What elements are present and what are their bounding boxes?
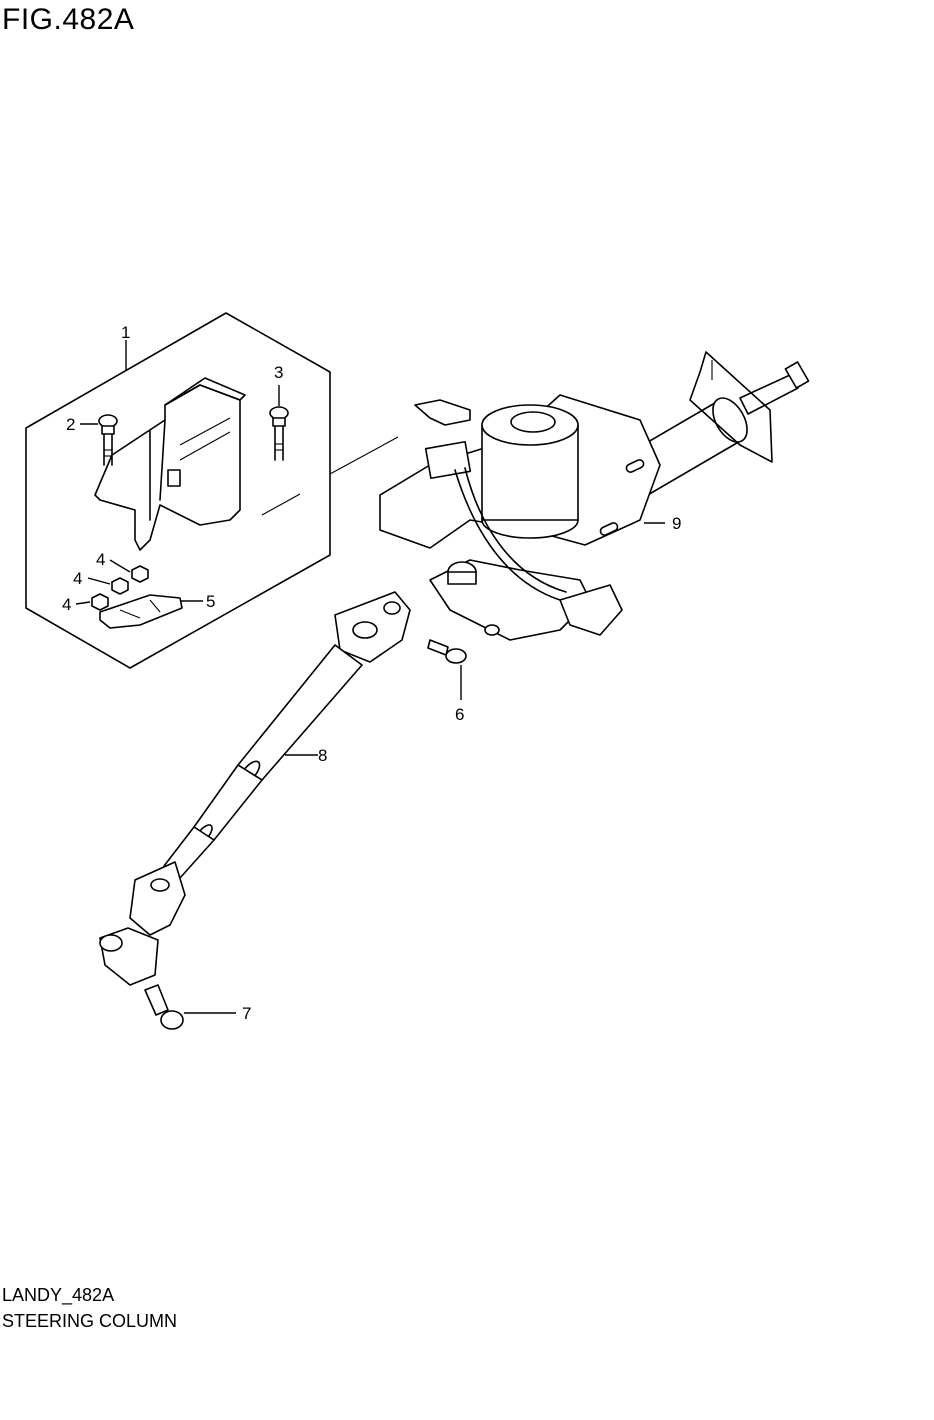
callout-3: 3 xyxy=(274,363,283,382)
bolt-3 xyxy=(269,385,289,461)
figure-code: LANDY_482A xyxy=(2,1285,115,1305)
steering-column-assembly xyxy=(379,351,810,641)
bolt-7 xyxy=(144,984,236,1030)
callout-4c: 4 xyxy=(62,595,71,614)
bolt-6 xyxy=(427,639,467,700)
figure-name: STEERING COLUMN xyxy=(2,1311,178,1331)
callout-4b: 4 xyxy=(73,569,82,588)
callout-1: 1 xyxy=(121,323,130,342)
callout-9: 9 xyxy=(672,514,681,533)
callout-2: 2 xyxy=(66,415,75,434)
callout-6: 6 xyxy=(455,705,464,724)
callout-8: 8 xyxy=(318,746,327,765)
callout-5: 5 xyxy=(206,592,215,611)
figure-title: FIG.482A xyxy=(2,3,135,36)
kit-frame xyxy=(25,312,399,669)
callout-7: 7 xyxy=(242,1004,251,1023)
bracket-5 xyxy=(99,594,203,629)
bolt-2 xyxy=(80,414,118,466)
controller-unit xyxy=(94,377,246,551)
clips-4 xyxy=(75,559,149,611)
intermediate-shaft xyxy=(99,591,411,986)
callout-4a: 4 xyxy=(96,550,105,569)
